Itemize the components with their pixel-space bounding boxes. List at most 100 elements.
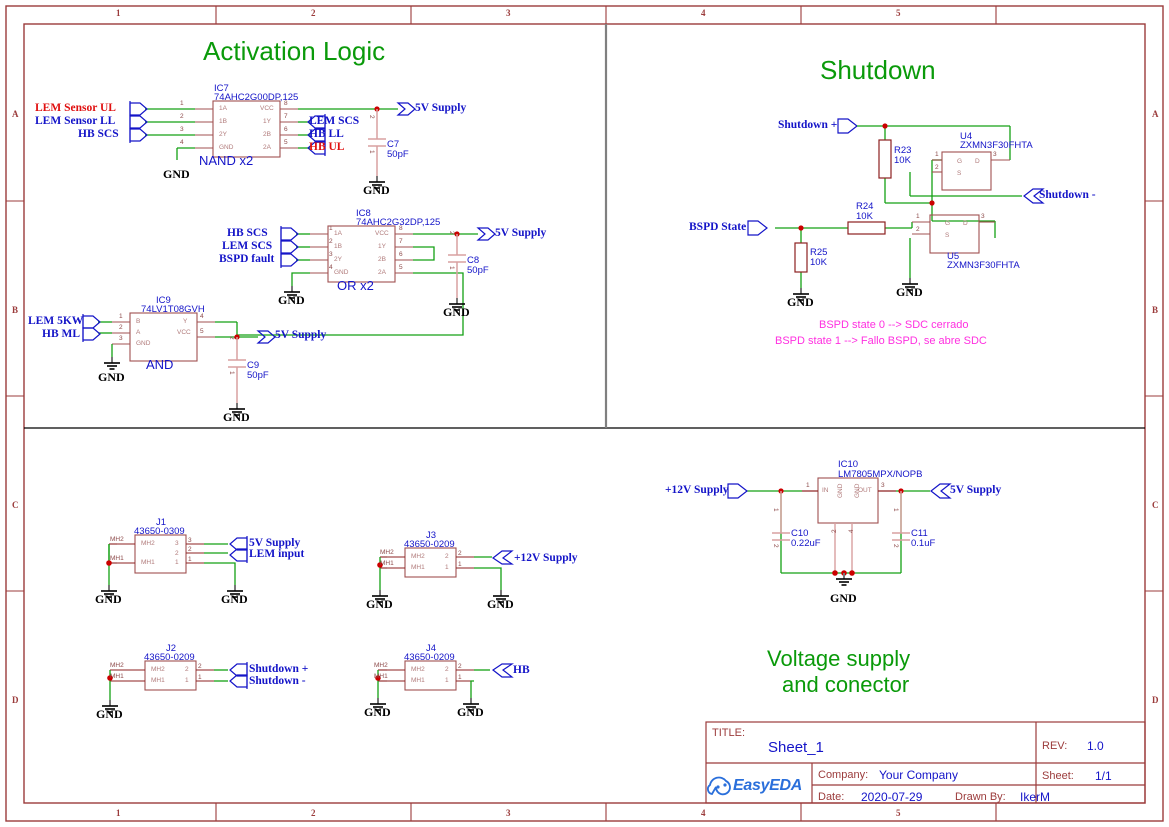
net-label-hb-ml[interactable]: HB ML [42,328,81,340]
c8-pinnum-2: 2 [448,231,455,235]
j1-pinlbl-3: 3 [175,540,179,547]
u5-designator: U5 [947,251,960,262]
gnd-label-r25: GND [787,295,814,309]
title-block-company-key: Company: [818,769,869,781]
net-label-bspd-fault[interactable]: BSPD fault [219,253,275,265]
j3-value: 43650-0209 [404,539,455,550]
gnd-label-ic7: GND [163,167,190,181]
j3-ext-mh2: MH2 [380,549,394,556]
gnd-label-c8: GND [443,305,470,319]
u5-value: ZXMN3F30FHTA [947,260,1020,271]
ic9-designator: IC9 [156,295,171,306]
ic8-pinnum-5: 5 [399,264,403,271]
ic10-pin-gnd-4: GND [854,483,861,498]
net-label-hb-j4[interactable]: HB [513,664,530,676]
ic8-pin-1a: 1A [334,230,342,237]
net-label-lem-5kw[interactable]: LEM 5KW [28,315,84,327]
net-label-shutdown-plus[interactable]: Shutdown + [778,119,838,131]
c9-designator: C9 [247,360,260,371]
net-label-5v-supply-ic10[interactable]: 5V Supply [950,484,1002,496]
net-label-12v-supply-j3[interactable]: +12V Supply [514,552,578,564]
ruler-bottom-2: 2 [311,808,316,818]
net-label-lem-input[interactable]: LEM input [249,548,305,560]
ic10-pin-gnd-2: GND [837,483,844,498]
gnd-label-j2: GND [96,707,123,721]
net-label-lem-sensor-ul[interactable]: LEM Sensor UL [35,102,116,114]
u5-pin-s: S [945,232,950,239]
ruler-top-2: 2 [311,8,316,18]
gnd-label-u5: GND [896,285,923,299]
gnd-label-ic8: GND [278,293,305,307]
ic7-pinnum-2: 2 [180,113,184,120]
ic9-pinnum-2: 2 [119,324,123,331]
section-title-activation-logic: Activation Logic [203,36,386,66]
gnd-label-c9: GND [223,410,250,424]
net-label-hb-scs-ic7[interactable]: HB SCS [78,128,119,140]
ruler-top-3: 3 [506,8,511,18]
gnd-label-j3-right: GND [487,597,514,611]
ic7-pinnum-8: 8 [284,100,288,107]
ruler-right-d: D [1152,695,1159,705]
ic7-pin-1y: 1Y [263,118,271,125]
j1-ext-mh1: MH1 [110,555,124,562]
title-block-drawn-value[interactable]: IkerM [1020,790,1050,804]
net-label-bspd-state[interactable]: BSPD State [689,221,747,233]
j1-pinnum-2: 2 [188,546,192,553]
title-block-company-value[interactable]: Your Company [879,768,958,782]
ic8-pinnum-1: 1 [329,225,333,232]
title-block-date-value[interactable]: 2020-07-29 [861,790,923,804]
ic9-pin-gnd: GND [136,340,151,347]
ic8-pinnum-8: 8 [399,225,403,232]
net-label-lem-scs-ic8[interactable]: LEM SCS [222,240,273,252]
net-label-lem-scs-ic7[interactable]: LEM SCS [309,115,360,127]
net-label-lem-sensor-ll[interactable]: LEM Sensor LL [35,115,116,127]
net-label-5v-supply-j1[interactable]: 5V Supply [249,537,301,549]
ic7-pin-1a: 1A [219,105,227,112]
u4-pin-d: D [975,158,980,165]
net-label-hb-ll[interactable]: HB LL [309,128,344,140]
ic8-pinnum-7: 7 [399,238,403,245]
ruler-top-5: 5 [896,8,901,18]
c10-pinnum-1: 1 [772,508,779,512]
net-label-5v-supply-ic8[interactable]: 5V Supply [495,227,547,239]
net-label-shutdown-minus[interactable]: Shutdown - [1039,189,1096,201]
j1-pin-mh1: MH1 [141,559,155,566]
net-label-hb-scs-ic8[interactable]: HB SCS [227,227,268,239]
ruler-right-b: B [1152,305,1159,315]
net-label-5v-supply-ic7[interactable]: 5V Supply [415,102,467,114]
ic10-pinnum-3: 3 [881,482,885,489]
u4-pinnum-2: 2 [935,164,939,171]
ic10-pinnum-1: 1 [806,482,810,489]
j2-pinlbl-1: 1 [185,677,189,684]
j4-value: 43650-0209 [404,652,455,663]
easyeda-brand-text: EasyEDA [733,777,803,794]
net-label-shutdown-minus-j2[interactable]: Shutdown - [249,675,306,687]
j3-designator: J3 [425,530,437,541]
c7-designator: C7 [387,139,400,150]
ic7-function: NAND x2 [199,153,254,168]
title-block-title-key: TITLE: [712,727,746,739]
net-label-shutdown-plus-j2[interactable]: Shutdown + [249,663,309,675]
ic7-pin-2a: 2A [263,144,271,151]
ic7-designator: IC7 [214,83,229,94]
c9-value: 50pF [247,370,269,381]
net-label-12v-supply-ic10[interactable]: +12V Supply [665,484,729,496]
title-block-rev-value[interactable]: 1.0 [1087,739,1104,753]
ruler-bottom-5: 5 [896,808,901,818]
j1-designator: J1 [155,517,167,528]
easyeda-logo-mark [707,776,731,796]
u4-pin-s: S [957,170,962,177]
net-label-hb-ul[interactable]: HB UL [309,141,345,153]
net-label-5v-supply-ic9[interactable]: 5V Supply [275,329,327,341]
j3-pinlbl-2: 2 [445,553,449,560]
ic8-pin-gnd: GND [334,269,349,276]
j1-pinnum-3: 3 [188,537,192,544]
title-block-sheet-value[interactable]: 1/1 [1095,769,1112,783]
j4-pin-mh2: MH2 [411,666,425,673]
ic8-pin-2a: 2A [378,269,386,276]
j1-ext-mh2: MH2 [110,536,124,543]
title-block-title-value[interactable]: Sheet_1 [768,739,824,756]
u5-pin-d: D [963,220,968,227]
u4-pin-g: G [957,158,963,165]
